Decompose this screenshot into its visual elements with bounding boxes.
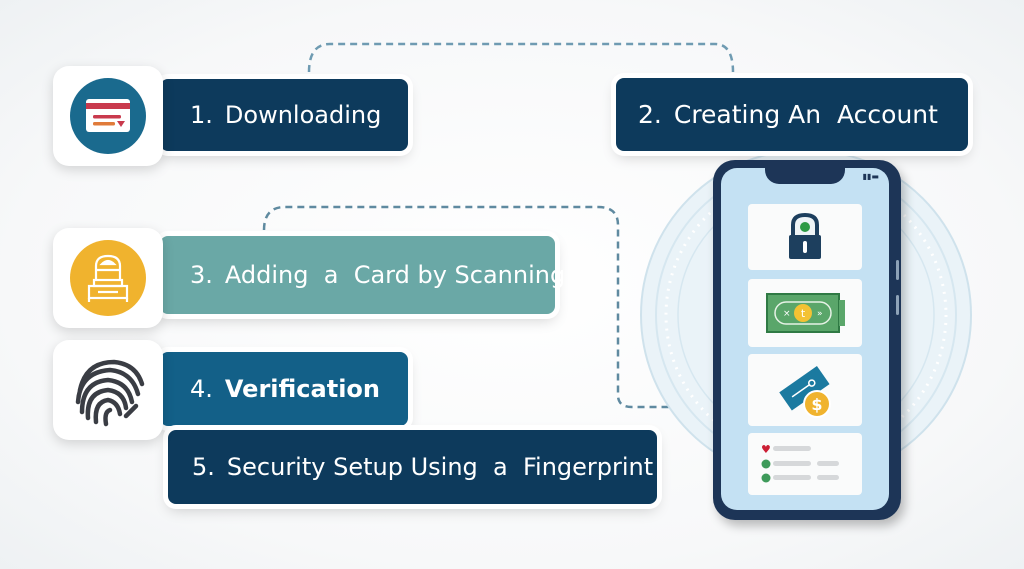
step-number: 4. <box>190 375 213 403</box>
step-4-verification[interactable]: 4. Verification <box>160 352 408 426</box>
screen-card-lock <box>748 204 862 270</box>
smartphone-illustration: ▮▮▬ t × » <box>713 160 901 520</box>
step-number: 2. <box>638 100 662 129</box>
step-1-icon-tile <box>53 66 163 166</box>
lock-icon <box>789 213 821 259</box>
svg-text:$: $ <box>811 395 822 414</box>
step-1-downloading[interactable]: 1. Downloading <box>160 79 408 151</box>
step-label: Security Setup Using a Fingerprint <box>226 453 654 481</box>
step-number: 3. <box>190 261 213 289</box>
status-signal-icon: ▮▮▬ <box>862 172 879 181</box>
ticket-coin-icon: $ <box>779 366 831 418</box>
step-5-security-fingerprint[interactable]: 5. Security Setup Using a Fingerprint <box>168 430 657 504</box>
list-icon: ♥ <box>761 443 839 483</box>
phone-notch <box>765 168 845 184</box>
svg-text:»: » <box>817 309 823 319</box>
svg-text:t: t <box>801 307 806 320</box>
banknote-icon: t × » <box>766 293 845 333</box>
fingerprint-icon <box>75 359 145 427</box>
step-label: Downloading <box>224 101 382 129</box>
step-number: 1. <box>190 101 213 129</box>
connector-1-to-2 <box>307 42 735 73</box>
phone-side-button <box>896 260 899 280</box>
svg-text:♥: ♥ <box>761 443 771 456</box>
step-label: Adding a Card by Scanning <box>224 261 566 289</box>
credit-card-icon <box>70 78 146 154</box>
screen-card-banknote: t × » <box>748 279 862 347</box>
step-3-adding-card[interactable]: 3. Adding a Card by Scanning <box>160 236 565 314</box>
screen-card-ticket-coin: $ <box>748 354 862 426</box>
phone-side-button <box>896 295 899 315</box>
step-label: Verification <box>224 375 380 403</box>
step-2-creating-account[interactable]: 2. Creating An Account <box>616 78 968 151</box>
step-label: Creating An Account <box>673 100 938 129</box>
step-number: 5. <box>192 453 215 481</box>
screen-card-list: ♥ <box>748 433 862 495</box>
svg-text:×: × <box>783 309 791 319</box>
card-scanner-icon <box>70 240 146 316</box>
phone-screen: ▮▮▬ t × » <box>721 168 889 510</box>
step-4-icon-tile <box>53 340 163 440</box>
step-3-icon-tile <box>53 228 163 328</box>
